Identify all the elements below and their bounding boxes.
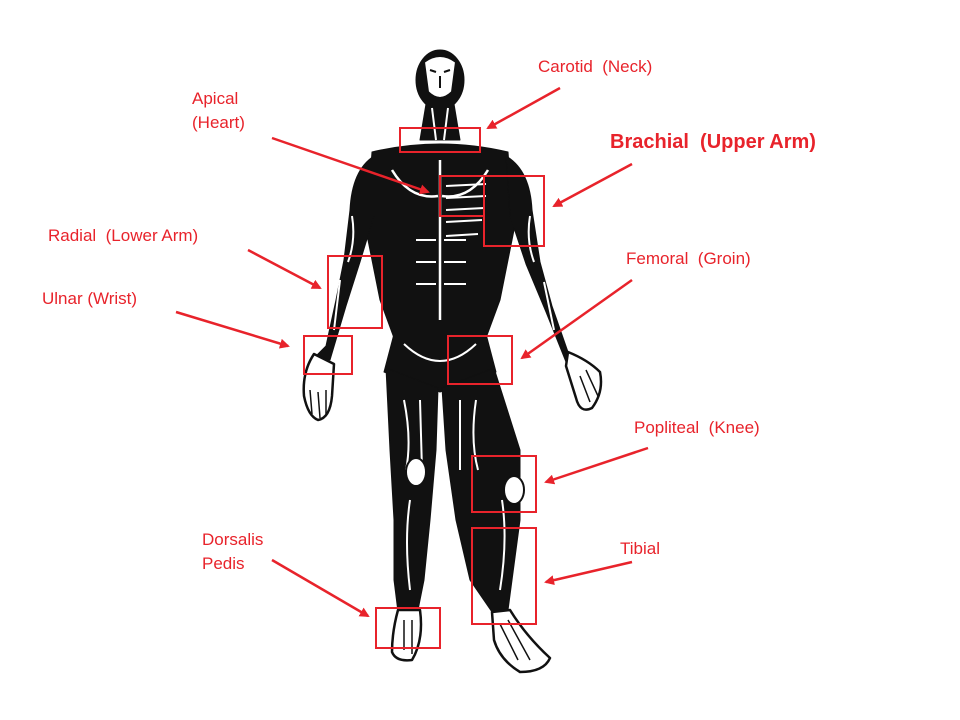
- ulnar-label: Ulnar (Wrist): [42, 289, 138, 308]
- popliteal-box: [471, 455, 537, 513]
- carotid-arrow: [486, 86, 561, 130]
- carotid-box: [399, 127, 481, 153]
- popliteal-arrow: [544, 446, 649, 485]
- dorsalis-pedis-arrow: [271, 558, 370, 618]
- ulnar-arrow: [175, 310, 290, 349]
- dorsalis-pedis-label-line2: Pedis: [202, 554, 245, 573]
- apical-arrow: [271, 136, 430, 195]
- apical-label-line1: Apical: [192, 89, 239, 108]
- femoral-box: [447, 335, 513, 385]
- tibial-box: [471, 527, 537, 625]
- radial-box: [327, 255, 383, 329]
- brachial-arrow: [552, 162, 633, 208]
- dorsalis-pedis-label-line1: Dorsalis: [202, 530, 264, 549]
- brachial-label: Brachial (Upper Arm): [610, 131, 816, 153]
- dorsalis-pedis-box: [375, 607, 441, 649]
- femoral-label: Femoral (Groin): [626, 249, 751, 268]
- ulnar-box: [303, 335, 353, 375]
- tibial-label: Tibial: [620, 539, 660, 558]
- radial-arrow: [247, 248, 322, 290]
- femoral-arrow: [520, 278, 633, 360]
- brachial-box: [483, 175, 545, 247]
- radial-label: Radial (Lower Arm): [48, 226, 199, 245]
- apical-label-line2: (Heart): [192, 113, 245, 132]
- carotid-label: Carotid (Neck): [538, 57, 653, 76]
- tibial-arrow: [544, 560, 633, 586]
- popliteal-label: Popliteal (Knee): [634, 418, 760, 437]
